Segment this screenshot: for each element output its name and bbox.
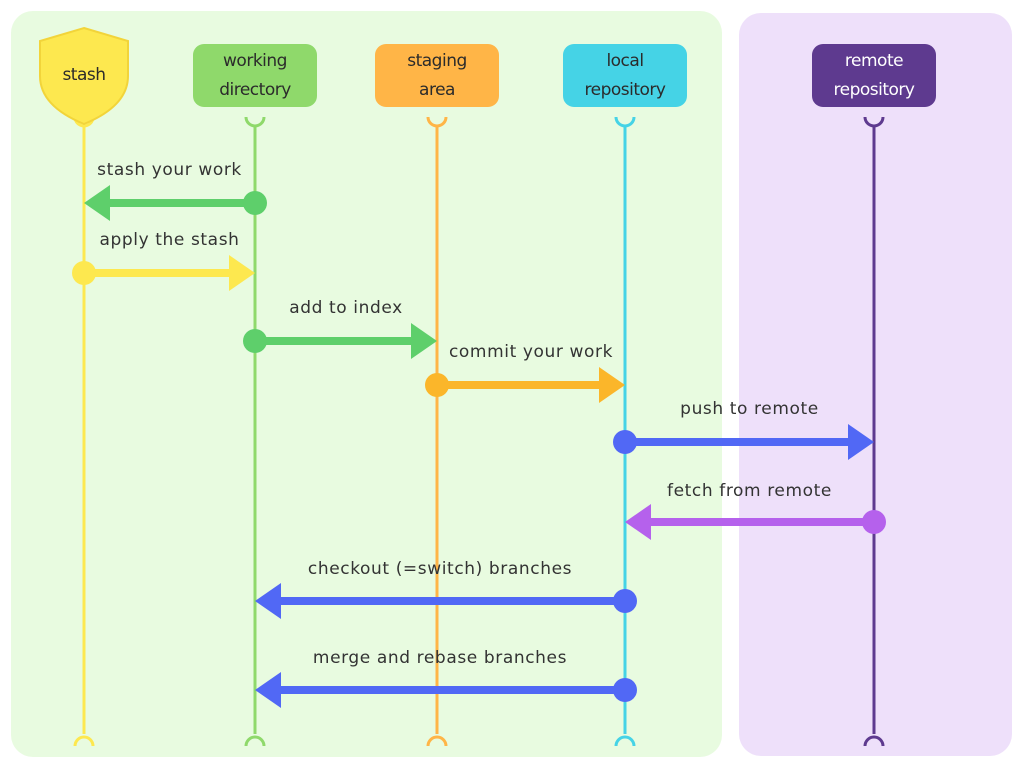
message-push-to-remote: push to remote xyxy=(613,399,874,460)
message-origin-dot xyxy=(613,430,637,454)
message-label: add to index xyxy=(289,298,403,318)
lane-header-remote xyxy=(812,44,936,107)
lane-title-line: area xyxy=(419,79,455,100)
lifeline-bottom-cap-stash xyxy=(73,735,95,747)
message-arrowhead xyxy=(625,504,651,540)
lane-title-line: directory xyxy=(219,79,291,100)
lane-title-remote: remote repository xyxy=(812,44,936,107)
lifeline-staging xyxy=(426,116,448,747)
lifeline-top-cap-local xyxy=(614,116,636,128)
lane-header-stash xyxy=(39,26,129,126)
message-commit-your-work: commit your work xyxy=(425,342,625,403)
lane-title-local: local repository xyxy=(563,44,687,107)
message-stash-your-work: stash your work xyxy=(84,160,267,221)
message-add-to-index: add to index xyxy=(243,298,437,359)
message-checkout-branches: checkout (=switch) branches xyxy=(255,559,637,619)
message-origin-dot xyxy=(613,678,637,702)
message-origin-dot xyxy=(243,329,267,353)
lane-title-line: remote xyxy=(844,50,904,71)
message-origin-dot xyxy=(862,510,886,534)
message-arrowhead xyxy=(84,185,110,221)
message-merge-rebase-branches: merge and rebase branches xyxy=(255,648,637,708)
lane-title-working: working directory xyxy=(193,44,317,107)
message-arrowhead xyxy=(848,424,874,460)
lifeline-bottom-cap-working xyxy=(244,735,266,747)
lane-header-staging xyxy=(375,44,499,107)
lifeline-remote xyxy=(863,116,885,747)
lane-title-stash: stash xyxy=(40,50,128,100)
lane-header-working xyxy=(193,44,317,107)
lane-title-line: repository xyxy=(833,79,915,100)
local-area-background xyxy=(11,11,722,757)
lifeline-local xyxy=(614,116,636,747)
lifeline-bottom-cap-remote xyxy=(863,735,885,747)
message-label: stash your work xyxy=(97,160,242,180)
message-arrowhead xyxy=(229,255,255,291)
message-label: merge and rebase branches xyxy=(313,648,567,668)
message-label: checkout (=switch) branches xyxy=(308,559,572,579)
lane-header-local xyxy=(563,44,687,107)
message-arrowhead xyxy=(255,672,281,708)
message-origin-dot xyxy=(613,589,637,613)
message-label: apply the stash xyxy=(99,230,239,250)
message-origin-dot xyxy=(243,191,267,215)
lane-title-line: working xyxy=(223,50,287,71)
message-arrowhead xyxy=(255,583,281,619)
message-label: commit your work xyxy=(449,342,613,362)
lifeline-bottom-cap-local xyxy=(614,735,636,747)
lane-title-line: repository xyxy=(584,79,666,100)
lifeline-top-cap-remote xyxy=(863,116,885,128)
lane-title-line: staging xyxy=(407,50,467,71)
message-origin-dot xyxy=(72,261,96,285)
message-apply-the-stash: apply the stash xyxy=(72,230,255,291)
message-fetch-from-remote: fetch from remote xyxy=(625,481,886,540)
message-label: fetch from remote xyxy=(667,481,832,501)
message-arrowhead xyxy=(599,367,625,403)
lane-title-line: stash xyxy=(62,64,106,85)
lane-title-line: local xyxy=(606,50,644,71)
lifeline-working xyxy=(244,116,266,747)
message-label: push to remote xyxy=(680,399,819,419)
message-origin-dot xyxy=(425,373,449,397)
lifeline-top-cap-staging xyxy=(426,116,448,128)
lifeline-top-cap-working xyxy=(244,116,266,128)
lifeline-bottom-cap-staging xyxy=(426,735,448,747)
lane-title-staging: staging area xyxy=(375,44,499,107)
message-arrowhead xyxy=(411,323,437,359)
